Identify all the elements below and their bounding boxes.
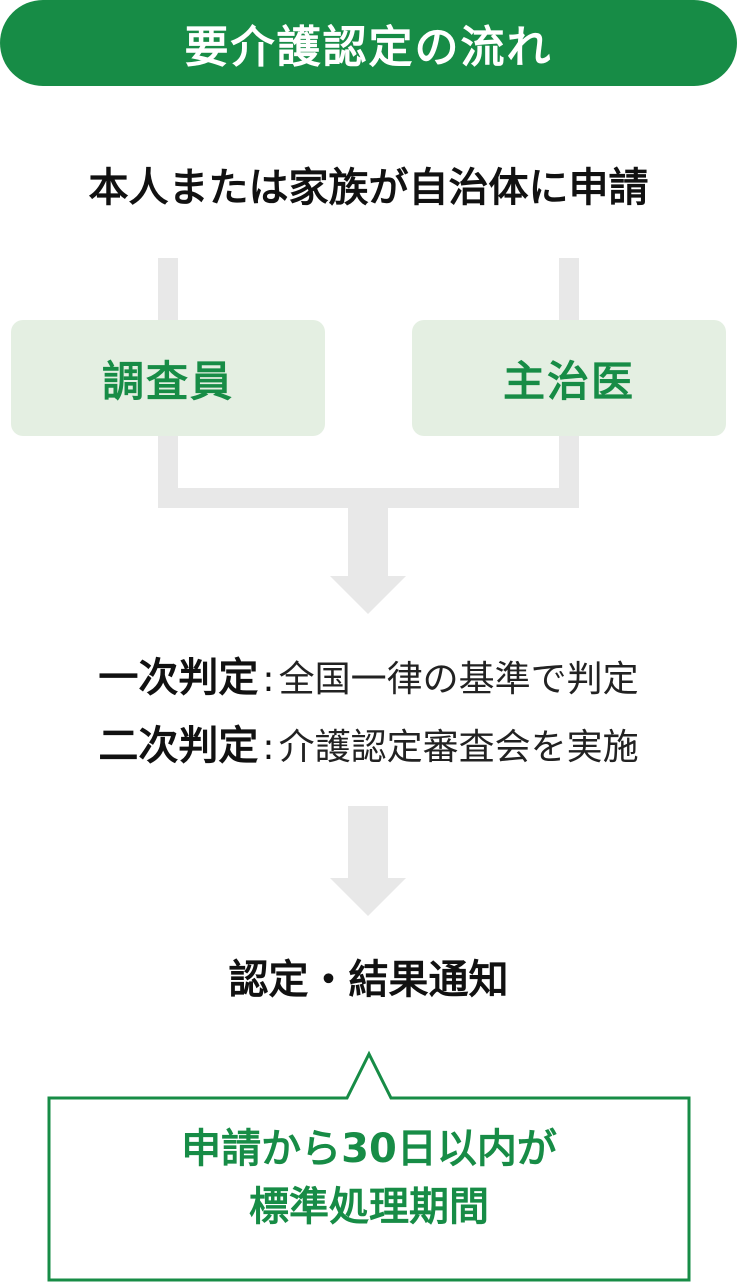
callout-bubble: [47, 1050, 691, 1282]
judgment-second-description: 介護認定審査会を実施: [278, 727, 639, 768]
role-label-investigator: 調査員: [101, 356, 234, 406]
judgment-second: 二次判定:介護認定審査会を実施: [0, 718, 737, 774]
result-step: 認定・結果通知: [228, 957, 509, 1003]
judgment-first-description: 全国一律の基準で判定: [278, 659, 639, 700]
arrow-down-icon: [330, 576, 406, 614]
judgment-second-separator: :: [262, 727, 275, 768]
page-title: 要介護認定の流れ: [184, 22, 553, 73]
role-box-investigator: 調査員: [11, 320, 325, 436]
judgment-first-separator: :: [262, 659, 275, 700]
arrow-stem-2: [348, 806, 388, 880]
connector-merge-bar: [158, 488, 579, 508]
callout-note-line1: 申請から30日以内が: [181, 1126, 557, 1172]
judgment-first-label: 一次判定: [98, 655, 259, 701]
arrow-stem-1: [348, 508, 388, 578]
role-box-physician: 主治医: [412, 320, 726, 436]
title-banner: 要介護認定の流れ: [0, 0, 737, 86]
role-label-physician: 主治医: [502, 356, 635, 406]
connector-left-upper: [158, 258, 178, 320]
callout-note: 申請から30日以内が 標準処理期間: [48, 1120, 690, 1236]
judgment-first: 一次判定:全国一律の基準で判定: [0, 650, 737, 706]
callout-note-line2: 標準処理期間: [249, 1184, 489, 1230]
applicant-step: 本人または家族が自治体に申請: [88, 165, 649, 211]
connector-right-upper: [559, 258, 579, 320]
judgment-second-label: 二次判定: [98, 723, 259, 769]
arrow-down-icon: [330, 878, 406, 916]
